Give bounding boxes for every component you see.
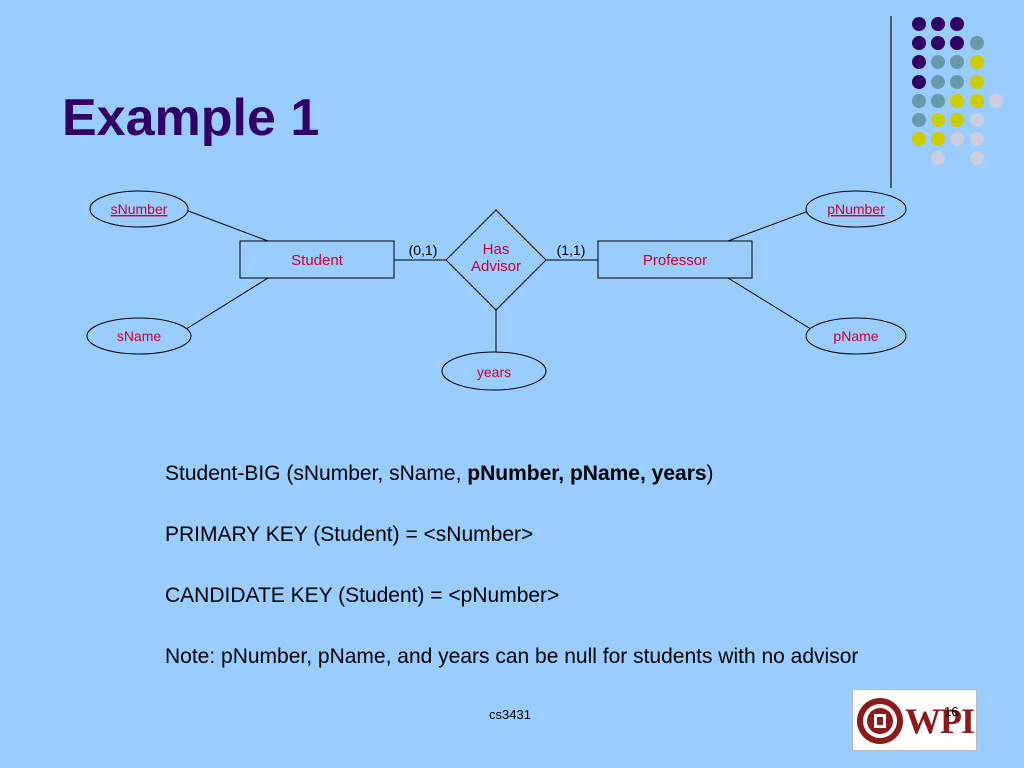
attribute-years: years [441,351,547,391]
attribute-pname-label: pName [833,328,878,344]
attribute-sname-label: sName [117,328,162,344]
cardinality-right: (1,1) [557,242,586,258]
line-sname-student [182,277,269,332]
entity-professor: Professor [597,240,753,279]
relationship-label-line2: Advisor [471,258,521,275]
er-diagram: Student Professor Has Advisor (0,1) (1,1… [86,190,907,391]
cardinality-left: (0,1) [409,242,438,258]
relationship-has-advisor: Has Advisor [445,209,547,311]
body-line1-bold: pNumber, pName, years [467,462,707,485]
slide-title: Example 1 [62,89,320,147]
decorative-divider [890,16,892,188]
wpi-seal-icon [857,698,903,744]
wpi-logo: WPI [852,689,977,751]
body-line-primary-key: PRIMARY KEY (Student) = <sNumber> [165,523,534,546]
line-snumber-student [182,208,269,242]
entity-student-label: Student [291,252,344,269]
body-line-note: Note: pNumber, pName, and years can be n… [165,645,859,668]
attribute-sname: sName [86,317,192,355]
body-line-candidate-key: CANDIDATE KEY (Student) = <pNumber> [165,584,560,607]
relationship-label-line1: Has [483,241,510,258]
line-professor-pnumber [727,208,815,242]
attribute-snumber-label: sNumber [111,201,168,217]
page-number: 16 [944,704,959,719]
line-professor-pname [727,277,815,332]
attribute-pnumber: pNumber [805,190,907,228]
slide-body: Student-BIG (sNumber, sName, pNumber, pN… [165,460,905,671]
wpi-logo-text: WPI [905,701,975,741]
entity-professor-label: Professor [643,252,707,269]
body-line1-close: ) [706,462,714,485]
attribute-pname: pName [805,317,907,355]
body-line-relation: Student-BIG (sNumber, sName, pNumber, pN… [165,460,905,488]
entity-student: Student [239,240,395,279]
attribute-snumber: sNumber [89,190,189,228]
attribute-pnumber-label: pNumber [827,201,885,217]
body-line1-normal: Student-BIG (sNumber, sName, [165,462,468,485]
er-connector-lines [182,208,815,353]
slide-footer: cs3431 [489,707,531,722]
attribute-years-label: years [477,364,511,380]
